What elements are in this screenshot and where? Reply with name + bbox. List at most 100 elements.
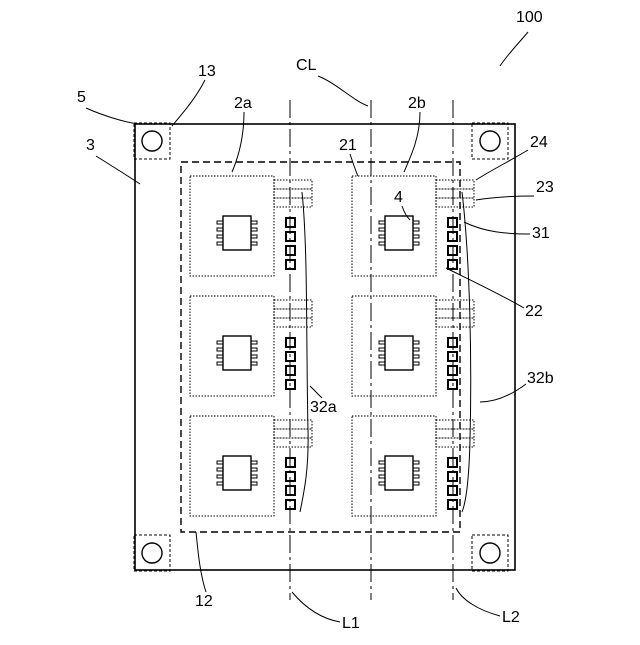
chip	[223, 456, 251, 490]
leader-22	[446, 268, 524, 308]
label-CL: CL	[296, 57, 317, 74]
connector-tab	[274, 429, 312, 438]
connector-tab	[436, 180, 474, 189]
leader-L2	[456, 588, 500, 616]
chip-pin	[217, 468, 223, 471]
module-outline	[352, 416, 436, 516]
chip	[385, 216, 413, 250]
chip-pin	[413, 221, 419, 224]
chip-pin	[413, 461, 419, 464]
chip-pin	[217, 242, 223, 245]
connector-tab	[436, 429, 474, 438]
chip-pin	[413, 228, 419, 231]
chip-pin	[413, 355, 419, 358]
leader-21	[350, 154, 358, 176]
leader-23	[476, 196, 534, 200]
label-24: 24	[530, 134, 548, 151]
connector-tab	[274, 180, 312, 189]
mounting-hole-frame	[472, 535, 508, 571]
chip-pin	[413, 475, 419, 478]
chip-pin	[379, 468, 385, 471]
leader-31	[464, 222, 530, 234]
chip-pin	[413, 242, 419, 245]
chip-pin	[251, 482, 257, 485]
leader-32b	[480, 384, 526, 402]
connector-tab	[274, 198, 312, 207]
chip-pin	[413, 235, 419, 238]
label-21: 21	[339, 137, 357, 154]
connector-tab	[436, 189, 474, 198]
leader-5	[86, 108, 138, 124]
chip-pin	[217, 355, 223, 358]
label-32a: 32a	[310, 399, 337, 416]
label-5: 5	[77, 89, 86, 106]
leader-32a	[310, 386, 322, 398]
chip-pin	[251, 362, 257, 365]
mounting-hole	[480, 543, 500, 563]
chip-pin	[379, 482, 385, 485]
chip	[385, 456, 413, 490]
connector-tab	[436, 318, 474, 327]
chip-pin	[251, 475, 257, 478]
chip-pin	[251, 228, 257, 231]
chip-pin	[217, 228, 223, 231]
leader-24	[476, 150, 528, 180]
chip-pin	[217, 348, 223, 351]
chip-pin	[251, 348, 257, 351]
leader-2b	[404, 112, 420, 172]
label-13: 13	[198, 63, 216, 80]
chip-pin	[251, 468, 257, 471]
connector-tab	[436, 420, 474, 429]
label-22: 22	[525, 303, 543, 320]
leader-100	[500, 32, 528, 66]
wiring-32b	[462, 192, 471, 512]
chip	[385, 336, 413, 370]
mounting-hole-frame	[472, 123, 508, 159]
mounting-hole	[142, 543, 162, 563]
label-32b: 32b	[527, 370, 554, 387]
connector-tab	[436, 198, 474, 207]
connector-tab	[436, 300, 474, 309]
chip	[223, 336, 251, 370]
chip-pin	[251, 341, 257, 344]
label-31: 31	[532, 225, 550, 242]
connector-tab	[274, 438, 312, 447]
connector-tab	[274, 189, 312, 198]
chip-pin	[217, 221, 223, 224]
label-3: 3	[86, 137, 95, 154]
chip-pin	[379, 362, 385, 365]
leader-L1	[292, 592, 340, 622]
mounting-hole-frame	[134, 535, 170, 571]
module-outline	[352, 296, 436, 396]
chip-pin	[413, 341, 419, 344]
leader-12	[196, 532, 206, 592]
label-12: 12	[195, 593, 213, 610]
chip-pin	[379, 235, 385, 238]
figure-geometry	[86, 32, 534, 622]
module-outline	[190, 416, 274, 516]
wiring-32a	[300, 192, 308, 512]
leader-CL	[318, 76, 368, 106]
leader-3	[96, 156, 140, 184]
chip-pin	[251, 242, 257, 245]
mounting-hole	[480, 131, 500, 151]
chip-pin	[413, 482, 419, 485]
label-4: 4	[394, 189, 403, 206]
module-outline	[190, 176, 274, 276]
label-2a: 2a	[234, 95, 252, 112]
chip-pin	[217, 235, 223, 238]
chip-pin	[379, 348, 385, 351]
chip-pin	[251, 235, 257, 238]
leader-13	[172, 80, 205, 126]
chip-pin	[379, 242, 385, 245]
chip-pin	[379, 475, 385, 478]
chip-pin	[379, 355, 385, 358]
chip-pin	[379, 221, 385, 224]
leader-4	[402, 206, 410, 220]
label-23: 23	[536, 179, 554, 196]
chip-pin	[379, 341, 385, 344]
chip-pin	[379, 228, 385, 231]
leader-2a	[232, 112, 244, 172]
chip-pin	[217, 362, 223, 365]
